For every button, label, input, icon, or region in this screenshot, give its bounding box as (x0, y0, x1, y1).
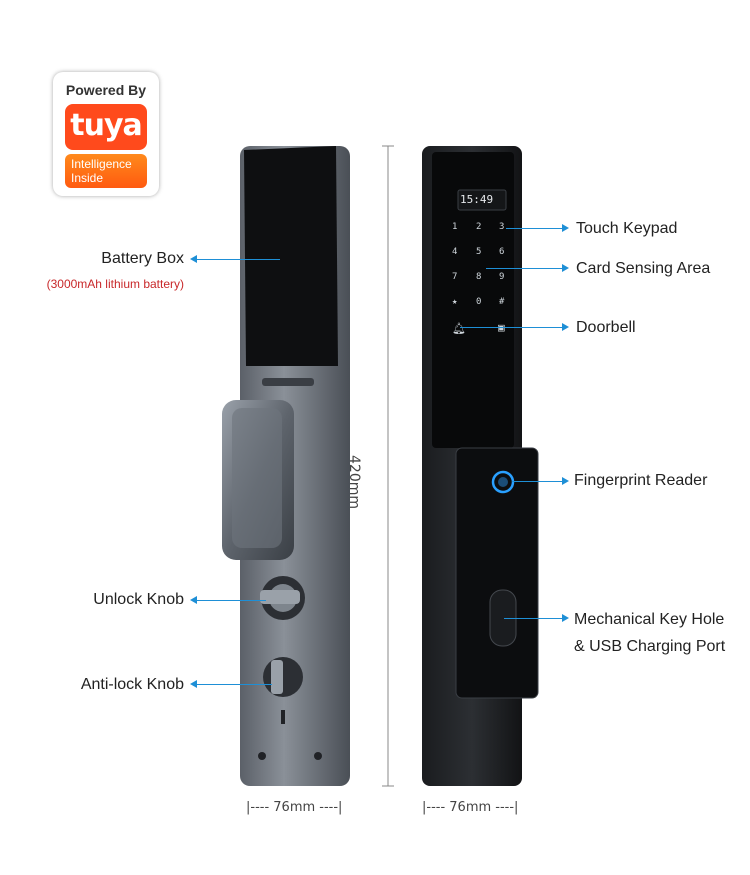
powered-by-text: Powered By (65, 82, 147, 98)
outer-lock-body (422, 146, 539, 786)
keypad-key-1[interactable]: 1 (452, 222, 458, 232)
keypad-key-3[interactable]: 3 (499, 222, 505, 232)
key-hole-label-line1: Mechanical Key Hole (574, 611, 725, 628)
key-hole-label-line2: & USB Charging Port (574, 638, 726, 655)
battery-note: (3000mAh lithium battery) (46, 277, 184, 291)
inner-lock-body (222, 146, 350, 786)
keypad-key-6[interactable]: 6 (499, 247, 505, 257)
width-dimension-back: |---- 76mm ----| (246, 800, 343, 815)
keypad-key-4[interactable]: 4 (452, 247, 458, 257)
keypad-key-hash[interactable]: # (499, 297, 505, 307)
keypad-key-9[interactable]: 9 (499, 272, 505, 282)
width-dimension-front: |---- 76mm ----| (422, 800, 519, 815)
tuya-logo: tuya (65, 104, 147, 150)
keypad-key-2[interactable]: 2 (476, 222, 482, 232)
card-sensing-label: Card Sensing Area (576, 260, 711, 277)
display-time: 15:49 (460, 193, 494, 206)
intelligence-inside-tag: Intelligence Inside (65, 154, 147, 188)
anti-lock-knob-label: Anti-lock Knob (80, 676, 184, 693)
touch-keypad-label: Touch Keypad (576, 220, 678, 237)
keypad-key-8[interactable]: 8 (476, 272, 482, 282)
height-dimension-label: 420mm (346, 455, 362, 509)
tuya-badge: Powered By tuya Intelligence Inside (53, 72, 159, 196)
doorbell-label: Doorbell (576, 319, 636, 336)
unlock-knob-label: Unlock Knob (93, 591, 184, 608)
keypad-key-5[interactable]: 5 (476, 247, 482, 257)
doorbell-icon[interactable]: 🔔︎ (452, 322, 466, 335)
keypad-key-7[interactable]: 7 (452, 272, 458, 282)
keypad-key-0[interactable]: 0 (476, 297, 482, 307)
fingerprint-reader-label: Fingerprint Reader (574, 472, 708, 489)
keypad-key-star[interactable]: ★ (452, 297, 458, 307)
battery-box-label: Battery Box (101, 250, 184, 267)
